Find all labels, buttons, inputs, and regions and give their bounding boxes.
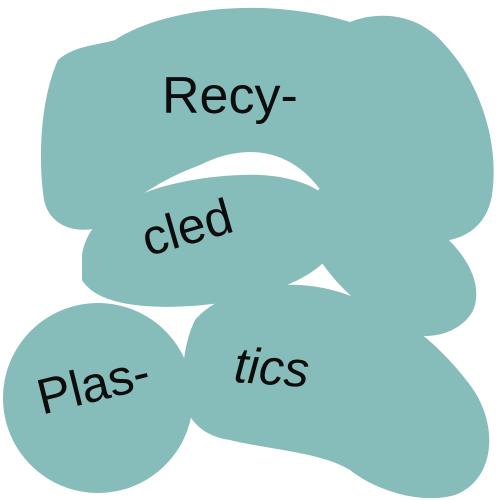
blob-top bbox=[40, 7, 494, 242]
blob-right-middle bbox=[307, 175, 477, 336]
word-recy: Recy- bbox=[162, 67, 298, 125]
word-tics: tics bbox=[232, 337, 312, 399]
blob-center bbox=[82, 174, 341, 307]
blob-lower-right bbox=[181, 284, 490, 499]
blob-lower-left bbox=[3, 303, 193, 493]
